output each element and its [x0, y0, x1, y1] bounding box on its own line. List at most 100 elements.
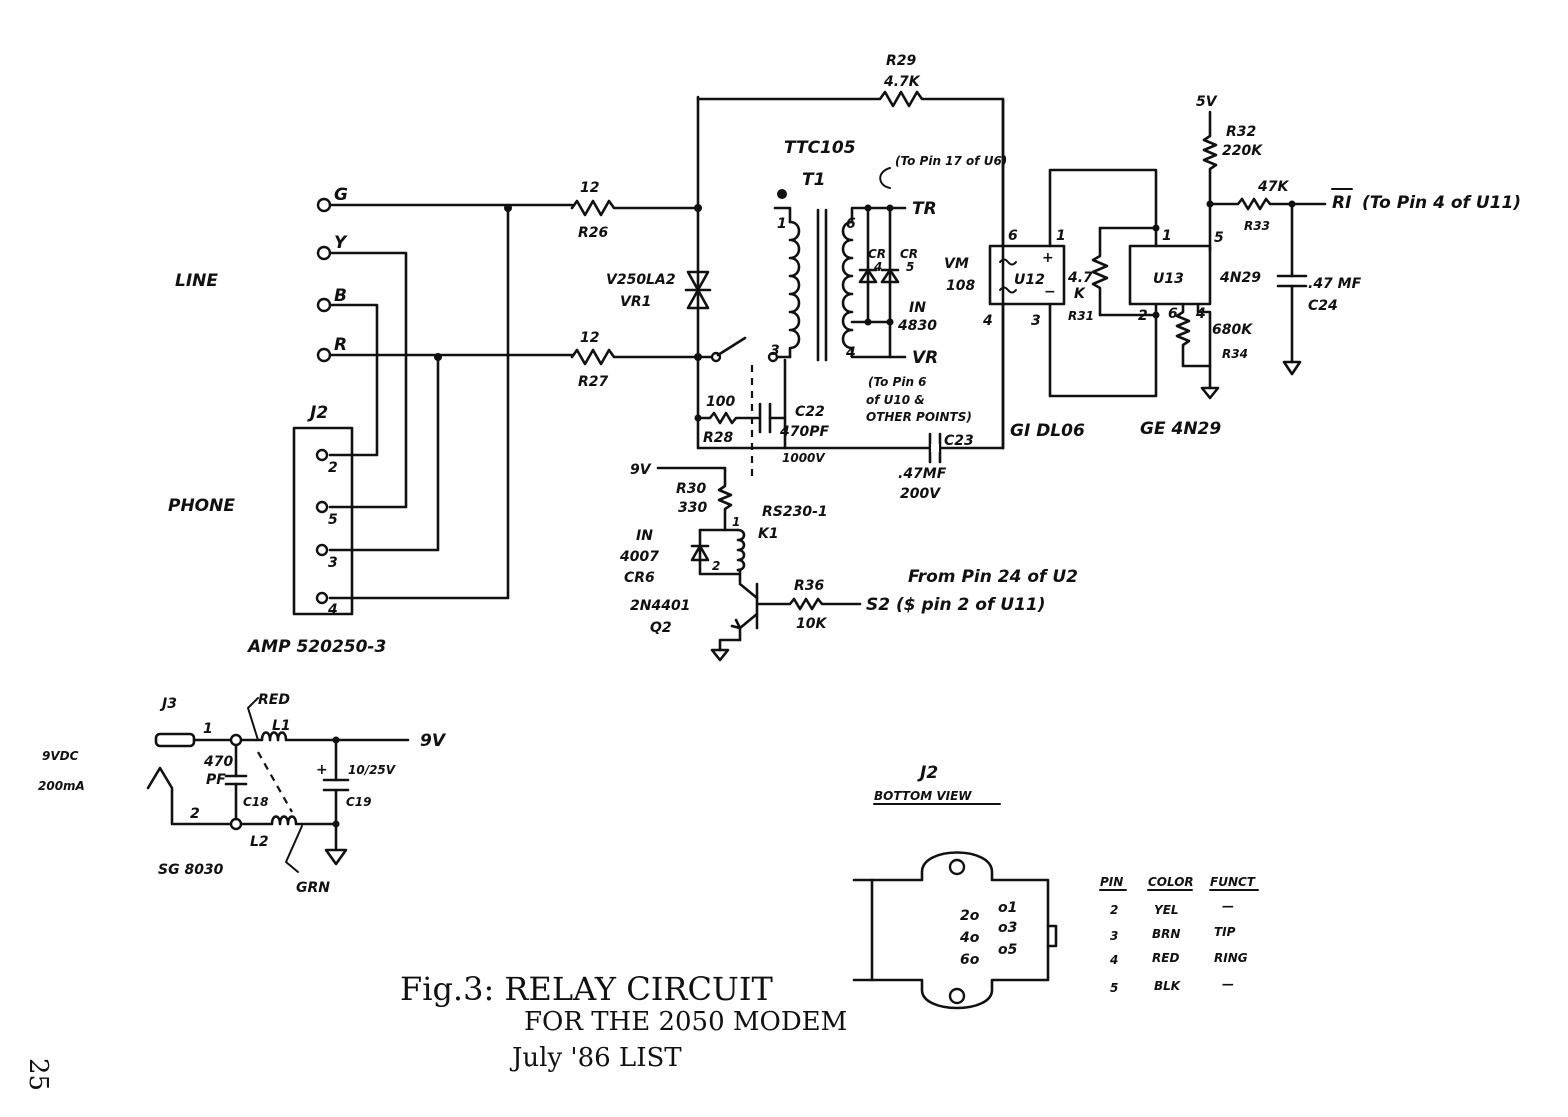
r32-value: 220K	[1222, 143, 1263, 159]
bottom-view-subtitle: BOTTOM VIEW	[874, 789, 972, 803]
u12-type-b: 108	[946, 278, 975, 294]
t1-part: TTC105	[784, 138, 856, 158]
line-label: LINE	[175, 271, 218, 291]
t1-pin-1: 1	[777, 216, 787, 232]
vr-note-2: of U10 &	[866, 393, 925, 407]
diode-type-b: 4830	[897, 318, 937, 334]
k1-ref: K1	[758, 526, 779, 542]
table-row-1-pin: 2	[1110, 903, 1118, 917]
phone-label: PHONE	[168, 496, 235, 516]
snubber-r28-c22: 100 R28 C22 470PF 1000V	[694, 394, 829, 465]
s2-note: From Pin 24 of U2	[908, 567, 1078, 587]
terminal-b-label: B	[334, 286, 347, 306]
j3-pin-1: 1	[203, 721, 213, 737]
r29-value: 4.7K	[883, 74, 921, 90]
power-output: 9V	[420, 731, 447, 751]
u13-pin-6: 6	[1168, 306, 1178, 322]
q2-part: 2N4401	[630, 598, 690, 614]
terminal-y-label: Y	[334, 233, 348, 253]
k1-pin-2: 2	[712, 559, 720, 573]
q2-ref: Q2	[650, 620, 672, 636]
u12-ref: U12	[1014, 272, 1045, 288]
vr-note-3: OTHER POINTS)	[866, 410, 972, 424]
r31-ref: R31	[1068, 309, 1094, 323]
c23-value: .47MF	[898, 466, 947, 482]
table-row-1-funct: —	[1222, 899, 1234, 913]
t1-ref: T1	[802, 170, 825, 190]
vr-label: VR	[912, 348, 938, 368]
u13-type: 4N29	[1219, 270, 1261, 286]
k1-part: RS230-1	[762, 504, 828, 520]
j2-bottom-view: J2 BOTTOM VIEW 2o 4o 6o o1 o3 o5	[852, 763, 1058, 1010]
u13-pin-5: 5	[1214, 230, 1224, 246]
optocoupler-u13: U13 1 5 2 6 4 4N29 GE 4N29 680K R34	[1128, 202, 1261, 439]
caption-line-2: FOR THE 2050 MODEM	[524, 1007, 847, 1037]
caption-line-3: July '86 LIST	[509, 1043, 682, 1073]
r36-ref: R36	[794, 578, 825, 594]
bottom-view-title: J2	[917, 763, 938, 783]
c19-plus: +	[316, 762, 328, 778]
diode-type-a: IN	[909, 300, 926, 316]
t1-pin-6: 6	[846, 216, 856, 232]
cr4-ref-b: 4	[873, 260, 882, 274]
c22-rating: 1000V	[782, 451, 826, 465]
c22-value: 470PF	[779, 424, 829, 440]
l1-label: L1	[272, 718, 291, 734]
line-terminals: G Y B R LINE PHONE	[168, 185, 348, 516]
c19-value: 10/25V	[348, 763, 397, 777]
j2-pin-4: 4	[327, 602, 338, 618]
t1-pin-3: 3	[770, 343, 780, 359]
j2-label: J2	[307, 403, 328, 423]
ri-label: RI	[1332, 193, 1351, 213]
terminal-r	[316, 347, 332, 363]
r34-ref: R34	[1222, 347, 1248, 361]
pin-color-table: PIN COLOR FUNCT 2 YEL — 3 BRN TIP 4 RED …	[1099, 875, 1259, 995]
line-wires	[328, 203, 574, 600]
resistor-r27: 12 R27	[570, 330, 700, 390]
ri-output: 5V R32 220K 47K R33 .47 MF C24 RI (To Pi…	[1196, 94, 1521, 376]
r31-value-a: 4.7	[1067, 270, 1093, 286]
r33-ref: R33	[1244, 219, 1270, 233]
optocoupler-u12: + − U12 6 1 4 3 VM 108 GI DL06	[944, 97, 1158, 450]
table-row-2-pin: 3	[1110, 929, 1118, 943]
j3-pin-2: 2	[190, 806, 200, 822]
r30-value: 330	[678, 500, 707, 516]
c18-ref: C18	[243, 795, 269, 809]
r34-value: 680K	[1212, 322, 1253, 338]
c23-ref: C23	[944, 433, 974, 449]
u13-part: GE 4N29	[1140, 419, 1221, 439]
u13-ref: U13	[1153, 271, 1184, 287]
table-row-2-funct: TIP	[1214, 925, 1236, 939]
table-row-3-funct: RING	[1214, 951, 1248, 965]
cr6-ref: CR6	[624, 570, 655, 586]
table-row-4-color: BLK	[1154, 979, 1182, 993]
input-rating-b: 200mA	[38, 779, 85, 793]
u13-pin-4: 4	[1195, 306, 1206, 322]
u12-type-a: VM	[944, 256, 969, 272]
r36-value: 10K	[796, 616, 827, 632]
caption-line-1: Fig.3: RELAY CIRCUIT	[400, 970, 774, 1008]
terminal-y	[316, 245, 332, 261]
cr5-ref-a: CR	[900, 247, 918, 261]
r29-ref: R29	[886, 53, 917, 69]
u12-plus: +	[1042, 250, 1054, 266]
c24-ref: C24	[1308, 298, 1338, 314]
transformer-t1: TTC105 T1 1 3 6 4 (To Pin 17 of U6)	[770, 138, 1007, 450]
vr1-part: V250LA2	[606, 272, 676, 288]
bv-pin-6: 6o	[960, 952, 980, 968]
c18-value-b: PF	[206, 772, 226, 788]
j2-pin-3: 3	[328, 555, 338, 571]
u12-pin-3: 3	[1031, 313, 1041, 329]
jack-part: SG 8030	[158, 862, 224, 878]
u12-minus: −	[1044, 284, 1056, 300]
terminal-b	[316, 297, 332, 313]
table-header-pin: PIN	[1100, 875, 1123, 889]
bv-pin-5: o5	[998, 942, 1018, 958]
cr4-ref-a: CR	[868, 247, 886, 261]
r28-value: 100	[706, 394, 735, 410]
table-row-1-color: YEL	[1154, 903, 1179, 917]
figure-caption: Fig.3: RELAY CIRCUIT FOR THE 2050 MODEM …	[23, 970, 847, 1091]
j2-pin-5: 5	[328, 512, 338, 528]
u13-pin-2: 2	[1138, 308, 1148, 324]
